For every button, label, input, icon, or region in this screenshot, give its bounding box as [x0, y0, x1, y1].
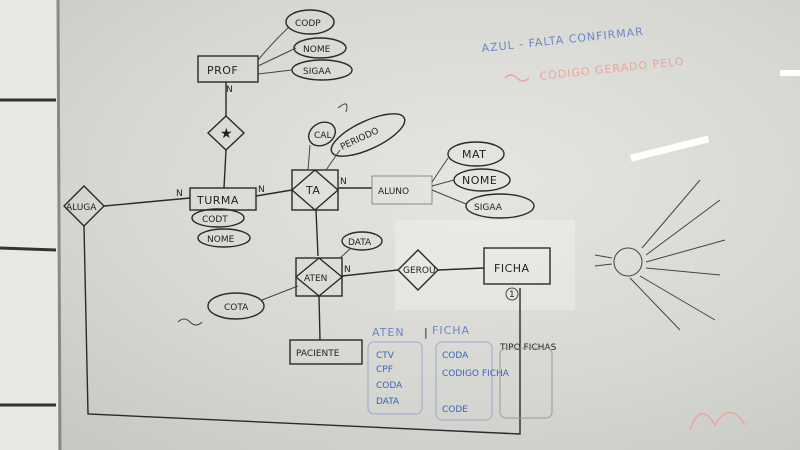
rel-gerou-label: GEROU [403, 266, 436, 276]
note-divider: | [424, 326, 428, 339]
link-aluga-turma [103, 197, 191, 207]
attr-ta-cal-label: CAL [314, 131, 331, 141]
lamp-doodle [613, 247, 643, 277]
note-aten-title: ATEN [372, 326, 405, 339]
ta-attr-links [307, 144, 341, 171]
wall-left [0, 0, 58, 450]
red-doodle [689, 411, 746, 431]
board-frame-left [56, 0, 62, 450]
aluno-attr-links [431, 157, 467, 205]
card-turma-n-right: N [258, 185, 265, 195]
attr-aten-cota [207, 292, 265, 320]
glare [629, 135, 710, 162]
entity-paciente-label: PACIENTE [296, 349, 340, 359]
prof-attr-links [257, 27, 297, 75]
attr-turma-nome-label: NOME [207, 235, 235, 245]
note-aten-field-3: CODA [376, 381, 403, 391]
rel-aluga-label: ALUGA [66, 203, 97, 213]
note-ficha-field-3: CODE [442, 405, 468, 415]
glare [780, 70, 800, 76]
entity-aluno-label: ALUNO [378, 187, 409, 197]
entity-ficha [483, 247, 551, 285]
note-tipo-box [499, 347, 553, 419]
wall-tick [0, 246, 57, 252]
attr-turma-cod [191, 208, 245, 228]
entity-aten-label: ATEN [304, 274, 327, 284]
legend-blue: AZUL - FALTA CONFIRMAR [481, 25, 644, 55]
lamp-rays [629, 179, 726, 331]
note-aten-field-2: CPF [376, 365, 393, 375]
entity-prof-label: PROF [207, 64, 238, 77]
link-gerou-ficha [437, 267, 485, 271]
attr-aten-data-label: DATA [348, 238, 372, 248]
window-reflection [395, 220, 575, 310]
link-ta-aten [315, 209, 319, 257]
attr-aluno-sigaa-label: SIGAA [474, 203, 503, 213]
attr-prof-cod [285, 9, 335, 35]
note-aten-box [367, 341, 423, 415]
note-aten-field-1: CTV [376, 351, 395, 361]
attr-aluno-nome-label: NOME [462, 174, 497, 187]
note-ficha-title: FICHA [432, 324, 470, 337]
entity-ta-label: TA [305, 184, 320, 197]
attr-ta-periodo-label: PERIODO [339, 126, 380, 152]
attr-aten-cota-label: COTA [224, 303, 249, 313]
card-turma-n-left: N [176, 189, 183, 199]
note-aten-field-4: DATA [376, 397, 400, 407]
attr-prof-nome [293, 37, 347, 59]
squiggle [177, 318, 203, 326]
attr-aten-data [341, 231, 383, 251]
attr-aluno-mat-label: MAT [462, 148, 486, 161]
link-rel-turma [223, 149, 227, 189]
card-aten-n: N [344, 265, 351, 275]
entity-prof [197, 55, 259, 83]
note-ficha-field-1: CODA [442, 351, 469, 361]
aten-cota-link [261, 285, 299, 301]
legend-red: CÓDIGO GERADO PELO [539, 55, 685, 83]
note-ficha-field-2: CODIGO FICHA [442, 369, 510, 379]
entity-ta-diamond [290, 169, 340, 211]
card-ta-n: N [340, 177, 347, 187]
entity-turma-label: TURMA [196, 194, 239, 207]
attr-ta-periodo [330, 113, 406, 157]
note-ficha-box [435, 341, 493, 421]
doodle [337, 103, 348, 113]
card-prof-n: N [226, 85, 233, 95]
entity-ficha-label: FICHA [494, 262, 530, 275]
ficha-card-circle [505, 287, 519, 301]
attr-prof-cod-label: CODP [295, 19, 321, 29]
loop-aluga-ficha [83, 225, 521, 435]
link-turma-ta [255, 189, 293, 197]
entity-turma [189, 187, 257, 211]
attr-prof-sigaa-label: SIGAA [303, 67, 332, 77]
card-ficha-1: 1 [509, 290, 515, 300]
link-aten-paciente [318, 295, 321, 341]
star-icon: ★ [220, 126, 233, 142]
link-aten-gerou [341, 269, 399, 277]
attr-aluno-mat [447, 141, 505, 167]
attr-ta-cal [307, 121, 337, 147]
aten-data-link [339, 248, 351, 259]
attr-prof-nome-label: NOME [303, 45, 331, 55]
rel-gerou [397, 249, 439, 291]
attr-turma-cod-label: CODT [202, 215, 228, 225]
legend-red-squiggle [504, 74, 530, 82]
attr-aluno-sigaa [465, 193, 535, 219]
entity-paciente [289, 339, 363, 365]
attr-turma-nome [197, 228, 251, 248]
lamp-lines [594, 254, 613, 267]
